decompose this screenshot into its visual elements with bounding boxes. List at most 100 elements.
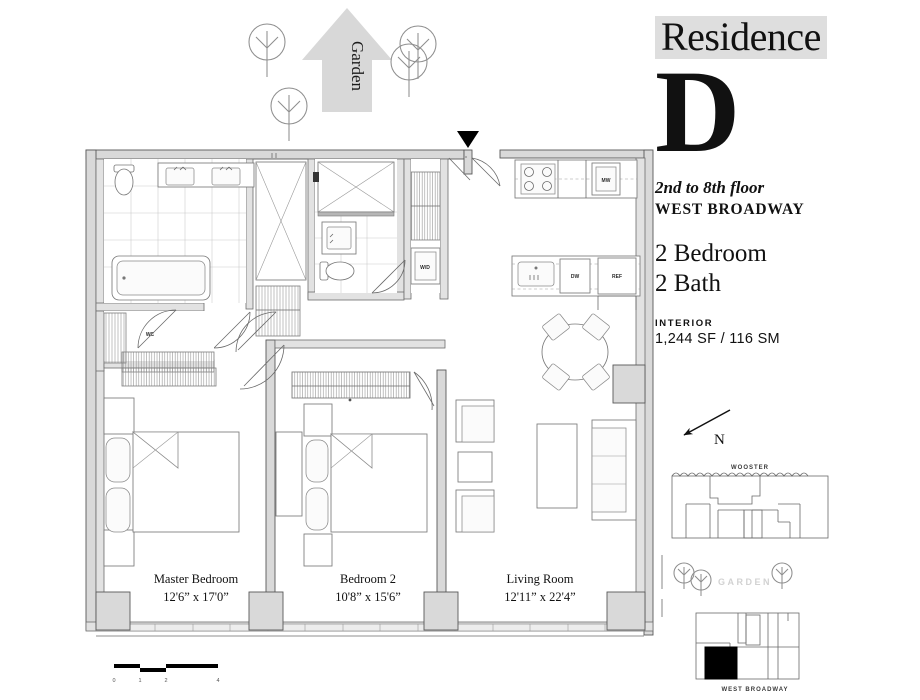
pillow [105, 487, 131, 533]
keymap-garden-label: GARDEN [718, 577, 772, 587]
toilet-fixture [319, 261, 355, 281]
dishwasher-label: DW [571, 274, 580, 280]
room-labels: Master Bedroom 12'6” x 17'0” Bedroom 2 1… [154, 572, 576, 604]
master-closet-rod [121, 367, 217, 387]
room-dims-0: 12'6” x 17'0” [163, 590, 229, 604]
microwave-label: MW [602, 178, 611, 184]
keymap-upper-zigzag-edge [671, 472, 809, 477]
dining-chair [542, 313, 570, 341]
kitchen: MW DW REF [511, 159, 641, 310]
living-room-furniture [455, 399, 637, 533]
armchair [455, 489, 495, 533]
scale-bar: 0 1 2 4 [112, 664, 220, 684]
shower-enclosure [255, 153, 307, 281]
shower-stall [313, 161, 395, 213]
bathroom-count: 2 Bath [655, 269, 721, 297]
nightstand [103, 529, 135, 567]
tree-icon [248, 23, 286, 77]
structural-columns [95, 364, 646, 631]
refrigerator-label: REF [612, 274, 622, 280]
bedroom2-furniture [275, 371, 435, 567]
dishwasher-appliance [559, 258, 591, 294]
dresser [275, 431, 303, 517]
scale-tick-0: 0 [112, 678, 115, 684]
compass-needle-icon [683, 409, 731, 436]
scale-tick-2: 2 [164, 678, 167, 684]
entry-door-leaf [471, 157, 501, 187]
double-vanity [157, 162, 255, 188]
dining-set [541, 313, 610, 391]
hallway-doors [235, 311, 285, 390]
keymap-tree-icon [690, 569, 712, 596]
dining-chair [582, 313, 610, 341]
side-table [457, 451, 493, 483]
compass-rose: N [683, 409, 731, 448]
room-dims-1: 10'8” x 15'6” [335, 590, 401, 604]
pillow [305, 439, 329, 483]
residence-info-panel: Residence D 2nd to 8th floor WEST BROADW… [655, 16, 910, 347]
keymap-upper-outline [671, 475, 829, 539]
toilet-fixture [113, 164, 135, 196]
nightstand [303, 533, 333, 567]
door-swing [235, 311, 277, 353]
door-swing [137, 309, 177, 349]
garden-arrow: Garden [302, 8, 392, 112]
residence-word: Residence [655, 16, 827, 59]
dining-chair [582, 363, 610, 391]
interior-area: 1,244 SF / 116 SM [655, 331, 780, 348]
bathtub-fixture [111, 255, 211, 301]
scale-tick-1: 1 [138, 678, 141, 684]
keymap-upper-label: WOOSTER [731, 465, 769, 471]
bedroom-count: 2 Bedroom [655, 240, 767, 268]
keymap-highlighted-unit [704, 646, 738, 680]
tree-icon [390, 43, 428, 97]
keymap-floorplate-outline [695, 612, 800, 680]
room-name-0: Master Bedroom [154, 572, 239, 586]
curtain-wall-glazing [95, 623, 645, 637]
garden-arrow-label: Garden [348, 41, 367, 92]
room-name-1: Bedroom 2 [340, 572, 396, 586]
door-swing [239, 344, 285, 390]
sofa [591, 419, 637, 521]
tree-icon [270, 87, 308, 141]
interior-label: INTERIOR [655, 318, 714, 330]
door-swing [413, 371, 433, 411]
keymap-upper: WOOSTER [671, 465, 829, 539]
entry-door[interactable] [448, 131, 501, 187]
second-bathroom [313, 159, 406, 294]
residence-letter: D [655, 46, 740, 177]
room-dims-2: 12'11” x 22'4” [504, 590, 575, 604]
keymap-lower: GARDEN WEST BROADWAY [661, 555, 800, 693]
bed [131, 431, 240, 533]
keymap-tree-icon [771, 562, 793, 589]
floor-range: 2nd to 8th floor [655, 178, 765, 198]
keymap-lower-label: WEST BROADWAY [721, 687, 788, 693]
entry-marker-icon [457, 131, 479, 148]
armchair [455, 399, 495, 443]
scale-tick-3: 4 [216, 678, 219, 684]
refrigerator-appliance [597, 257, 637, 295]
washer-dryer-label: W/D [420, 265, 430, 271]
bedroom2-closet [291, 371, 411, 399]
nightstand [103, 397, 135, 435]
door-swing [213, 311, 251, 349]
bed [329, 433, 428, 533]
compass-north-label: N [714, 432, 725, 448]
keymap-tree-icon [673, 562, 695, 589]
laundry-closet: W/D [410, 159, 441, 293]
closet-rod-left [103, 312, 127, 364]
tree-icon [399, 25, 437, 79]
kitchen-sink [517, 261, 555, 287]
door-swing [371, 259, 406, 294]
linen-closet [255, 285, 301, 337]
sink-fixture [321, 221, 357, 255]
master-bedroom-furniture [103, 367, 240, 567]
walk-in-closet-wc: WC [103, 309, 215, 373]
floorplan-drawing: Garden [85, 8, 654, 684]
dining-chair [542, 363, 570, 391]
cooktop-appliance [520, 163, 556, 195]
pillow [105, 437, 131, 483]
master-bathroom [104, 153, 307, 349]
coffee-table [536, 423, 578, 509]
